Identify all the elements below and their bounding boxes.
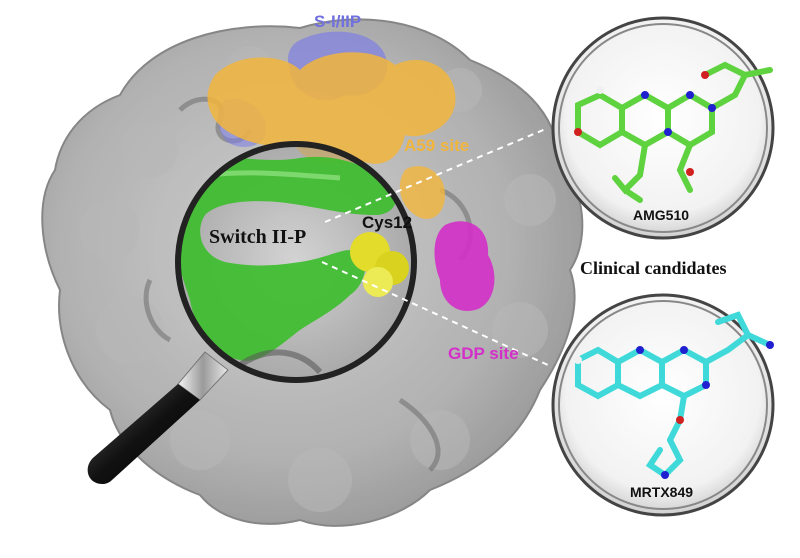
switch-ii-p-pocket [178,156,397,361]
a59-site-lower [399,166,445,219]
connector-lines [321,127,549,366]
cys12-atom-c [363,267,393,297]
gdp-site-pocket [434,221,495,311]
a59-site-pocket [207,52,456,165]
mrtx849-heteroatoms [574,341,774,479]
clinical-candidates-label: Clinical candidates [580,258,727,278]
a59-site-label: A59 site [404,136,470,155]
lens-ribbon [238,349,323,375]
switch-ii-p-highlight [209,170,341,181]
gdp-site-label: GDP site [448,344,519,363]
magnifier-lens [175,141,417,383]
cys12-label: Cys12 [362,213,413,232]
lens-rim [175,141,417,383]
mrtx849-label: MRTX849 [630,484,694,500]
magnifier-handle [87,351,229,485]
amg510-molecule [575,61,773,203]
amg510-panel [551,16,775,240]
amg510-label: AMG510 [633,207,690,223]
switch-ii-p-label: Switch II-P [209,226,307,248]
s-i-iip-label: S-I/IIP [314,12,362,31]
amg510-heteroatoms [574,71,716,176]
mrtx849-panel [551,293,775,517]
